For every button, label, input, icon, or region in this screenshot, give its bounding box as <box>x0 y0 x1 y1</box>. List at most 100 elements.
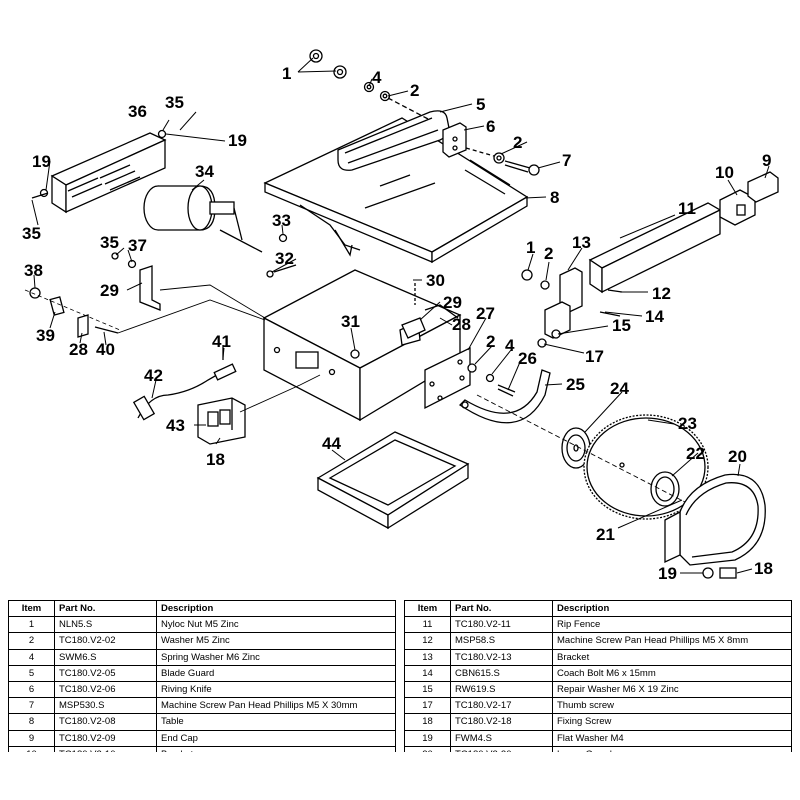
callout: 18 <box>206 450 225 469</box>
cell-part-no: SWM6.S <box>54 648 157 666</box>
callout: 32 <box>275 249 294 268</box>
part-screw-7 <box>465 147 540 176</box>
callout: 11 <box>678 199 696 218</box>
callout: 6 <box>486 117 495 136</box>
cell-part-no: TC180.V2-08 <box>54 713 157 731</box>
callout: 35 <box>165 93 184 112</box>
callout: 34 <box>195 162 214 181</box>
cell-item: 18 <box>404 713 451 731</box>
column-header-description: Description <box>552 599 792 618</box>
callout: 38 <box>24 261 43 280</box>
cell-item: 19 <box>404 729 451 747</box>
cell-description: Bracket <box>552 648 792 666</box>
part-motor <box>143 185 263 253</box>
part-rear-plate <box>424 346 471 410</box>
callout: 26 <box>518 349 537 368</box>
cell-description: Thumb screw <box>552 697 792 715</box>
part-dust-tray <box>316 431 470 530</box>
callout: 4 <box>505 336 515 355</box>
cell-item: 8 <box>8 713 55 731</box>
callout: 36 <box>128 102 147 121</box>
callout: 44 <box>322 434 341 453</box>
callout: 10 <box>715 163 734 182</box>
cell-item: 1 <box>8 616 55 634</box>
cell-part-no: TC180.V2-13 <box>450 648 553 666</box>
cell-item: 7 <box>8 697 55 715</box>
callout: 19 <box>228 131 247 150</box>
callout: 2 <box>544 244 553 263</box>
cell-part-no: TC180.V2-02 <box>54 632 157 650</box>
cell-description: Spring Washer M6 Zinc <box>156 648 396 666</box>
cell-item: 15 <box>404 680 451 699</box>
callout: 28 <box>452 315 471 334</box>
part-lower-guard <box>664 473 766 566</box>
cell-description: Riving Knife <box>156 680 396 699</box>
callout: 30 <box>426 271 445 290</box>
callout: 23 <box>678 414 697 433</box>
callout: 25 <box>566 375 585 394</box>
callout: 43 <box>166 416 185 435</box>
table-header-row: Item Part No. Description <box>404 599 792 618</box>
cell-description: Blade Guard <box>156 664 396 682</box>
callout: 1 <box>526 238 535 257</box>
cell-description: End Cap <box>156 729 396 747</box>
cell-description: Fixing Screw <box>552 713 792 731</box>
cell-item: 14 <box>404 664 451 682</box>
part-rip-fence <box>588 202 722 294</box>
callout: 7 <box>562 151 571 170</box>
callout: 35 <box>22 224 41 243</box>
callout: 2 <box>486 332 495 351</box>
callout: 5 <box>476 95 485 114</box>
callout: 22 <box>686 444 705 463</box>
part-guard-bracket <box>458 369 551 424</box>
part-washers-26 <box>467 363 516 397</box>
part-riving-knife <box>442 122 467 158</box>
callout: 27 <box>476 304 495 323</box>
cell-part-no: TC180.V2-09 <box>54 729 157 747</box>
exploded-parts-diagram: 1 4 2 5 6 36 35 19 2 7 19 34 8 9 10 35 1… <box>22 49 779 583</box>
part-power-cord <box>132 371 223 421</box>
callout: 24 <box>610 379 629 398</box>
cell-part-no: MSP58.S <box>450 632 553 650</box>
cell-item: 5 <box>8 664 55 682</box>
callout: 39 <box>36 326 55 345</box>
table-header-row: Item Part No. Description <box>8 599 396 618</box>
cell-part-no: TC180.V2-05 <box>54 664 157 682</box>
cell-part-no: MSP530.S <box>54 697 157 715</box>
callout: 1 <box>282 64 291 83</box>
cell-description: Machine Screw Pan Head Phillips M5 X 30m… <box>156 697 396 715</box>
callout: 20 <box>728 447 747 466</box>
cell-description: Machine Screw Pan Head Phillips M5 X 8mm <box>552 632 792 650</box>
callout: 14 <box>645 307 664 326</box>
callout: 31 <box>341 312 360 331</box>
part-motor-bracket-plate <box>50 132 167 214</box>
callout: 42 <box>144 366 163 385</box>
callout: 33 <box>272 211 291 230</box>
column-header-part-no: Part No. <box>450 599 553 618</box>
callout: 41 <box>212 332 231 351</box>
callout: 2 <box>513 133 522 152</box>
column-header-item: Item <box>8 599 55 618</box>
cell-item: 17 <box>404 697 451 715</box>
cell-description: Washer M5 Zinc <box>156 632 396 650</box>
cell-item: 11 <box>404 616 451 634</box>
cell-item: 13 <box>404 648 451 666</box>
callout: 21 <box>596 525 615 544</box>
cell-description: Rip Fence <box>552 616 792 634</box>
part-bracket-13 <box>544 267 583 339</box>
page-crop-edge <box>0 752 800 800</box>
callout: 35 <box>100 233 119 252</box>
cell-description: Coach Bolt M6 x 15mm <box>552 664 792 682</box>
callout: 29 <box>100 281 119 300</box>
